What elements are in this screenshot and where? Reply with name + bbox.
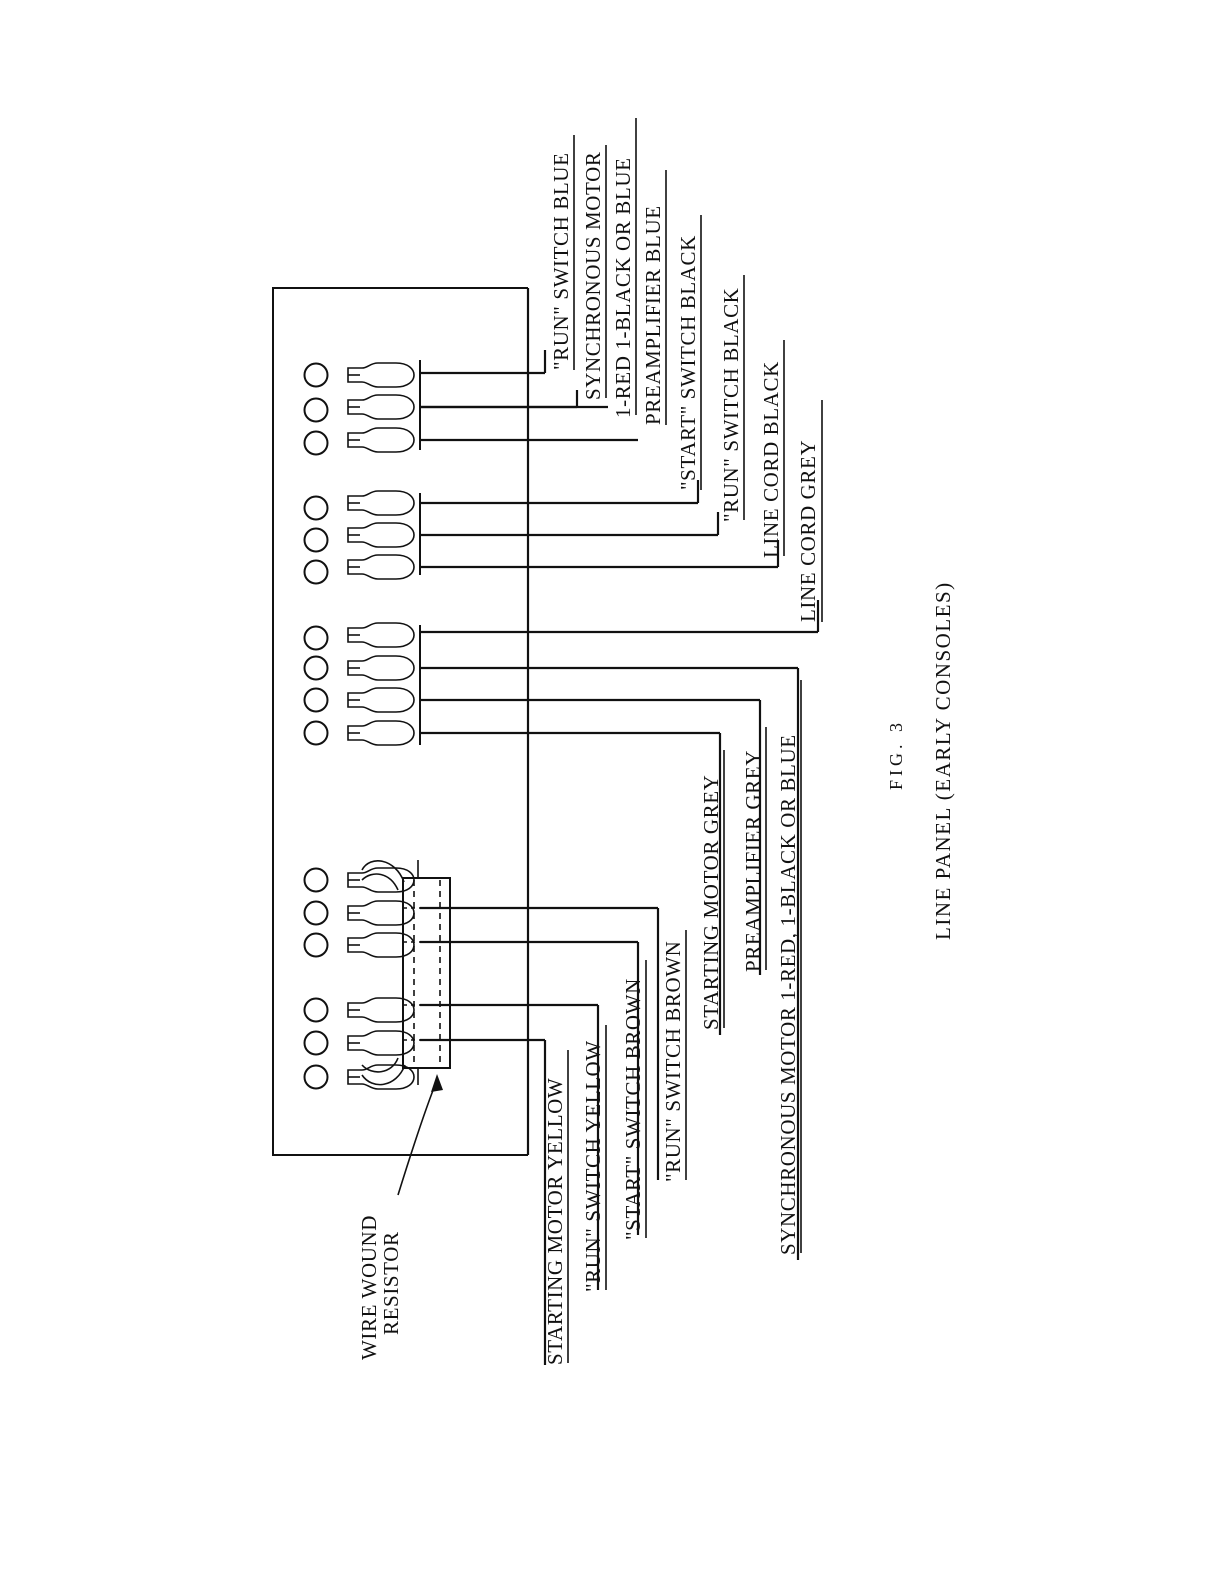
label-preamplifier-blue: PREAMPLIFIER BLUE <box>641 205 665 425</box>
terminal-lug <box>347 427 415 453</box>
svg-text:RESISTOR: RESISTOR <box>379 1231 403 1335</box>
terminal-lug <box>347 554 415 580</box>
resistor-label: WIRE WOUND RESISTOR <box>357 1215 403 1360</box>
terminal-lug <box>347 932 415 958</box>
terminal-circle <box>303 655 329 681</box>
label-synchronous-motor-1-red: SYNCHRONOUS MOTOR 1-RED, 1-BLACK OR BLUE <box>776 734 800 1255</box>
terminal-circle <box>303 687 329 713</box>
resistor-arrow <box>397 1074 443 1196</box>
terminal-circles <box>303 362 329 1090</box>
svg-text:WIRE WOUND: WIRE WOUND <box>357 1215 381 1360</box>
label-start-switch-black: "START" SWITCH BLACK <box>676 235 700 490</box>
label-run-switch-yellow: "RUN" SWITCH YELLOW <box>581 1040 605 1292</box>
terminal-lugs <box>347 362 415 1090</box>
top-labels: "RUN" SWITCH BLUE SYNCHRONOUS MOTOR 1-RE… <box>549 152 820 622</box>
terminal-circle <box>303 900 329 926</box>
middle-labels: STARTING MOTOR GREY PREAMPLIFIER GREY SY… <box>699 734 800 1255</box>
panel-outline <box>272 287 528 1156</box>
terminal-lug <box>347 394 415 420</box>
terminal-circle <box>303 397 329 423</box>
terminal-circle <box>303 430 329 456</box>
terminal-lug <box>347 687 415 713</box>
terminal-lug <box>347 522 415 548</box>
figure-title: LINE PANEL (EARLY CONSOLES) <box>931 581 955 940</box>
terminal-lug <box>347 1064 415 1090</box>
label-starting-motor-yellow: STARTING MOTOR YELLOW <box>543 1078 567 1365</box>
label-synchronous-motor: SYNCHRONOUS MOTOR <box>581 152 605 400</box>
terminal-circle <box>303 1030 329 1056</box>
label-preamplifier-grey: PREAMPLIFIER GREY <box>741 750 765 972</box>
terminal-circle <box>303 495 329 521</box>
terminal-circle <box>303 1064 329 1090</box>
label-run-switch-brown: "RUN" SWITCH BROWN <box>661 941 685 1182</box>
label-1-red-1-black-or-blue: 1-RED 1-BLACK OR BLUE <box>611 157 635 418</box>
leader-wires <box>420 350 820 1365</box>
label-run-switch-black: "RUN" SWITCH BLACK <box>719 288 743 522</box>
label-run-switch-blue: "RUN" SWITCH BLUE <box>549 152 573 370</box>
label-start-switch-brown: "START" SWITCH BROWN <box>621 978 645 1240</box>
terminal-circle <box>303 997 329 1023</box>
terminal-circle <box>303 867 329 893</box>
label-line-cord-grey: LINE CORD GREY <box>796 440 820 622</box>
label-starting-motor-grey: STARTING MOTOR GREY <box>699 775 723 1030</box>
label-underlines <box>567 118 823 1363</box>
terminal-circle <box>303 932 329 958</box>
terminal-circle <box>303 527 329 553</box>
terminal-lug <box>347 362 415 388</box>
label-line-cord-black: LINE CORD BLACK <box>759 361 783 558</box>
terminal-lug <box>347 655 415 681</box>
terminal-lug <box>347 622 415 648</box>
terminal-circle <box>303 559 329 585</box>
terminal-circle <box>303 720 329 746</box>
terminal-lug <box>347 490 415 516</box>
terminal-lug <box>347 720 415 746</box>
wire-wound-resistor <box>361 860 451 1086</box>
bottom-labels: STARTING MOTOR YELLOW "RUN" SWITCH YELLO… <box>543 941 685 1365</box>
figure-number: FIG. 3 <box>886 719 906 790</box>
terminal-lug <box>347 1030 415 1056</box>
terminal-lug <box>347 997 415 1023</box>
terminal-circle <box>303 362 329 388</box>
figure-caption: FIG. 3 LINE PANEL (EARLY CONSOLES) <box>886 581 955 940</box>
terminal-circle <box>303 625 329 651</box>
